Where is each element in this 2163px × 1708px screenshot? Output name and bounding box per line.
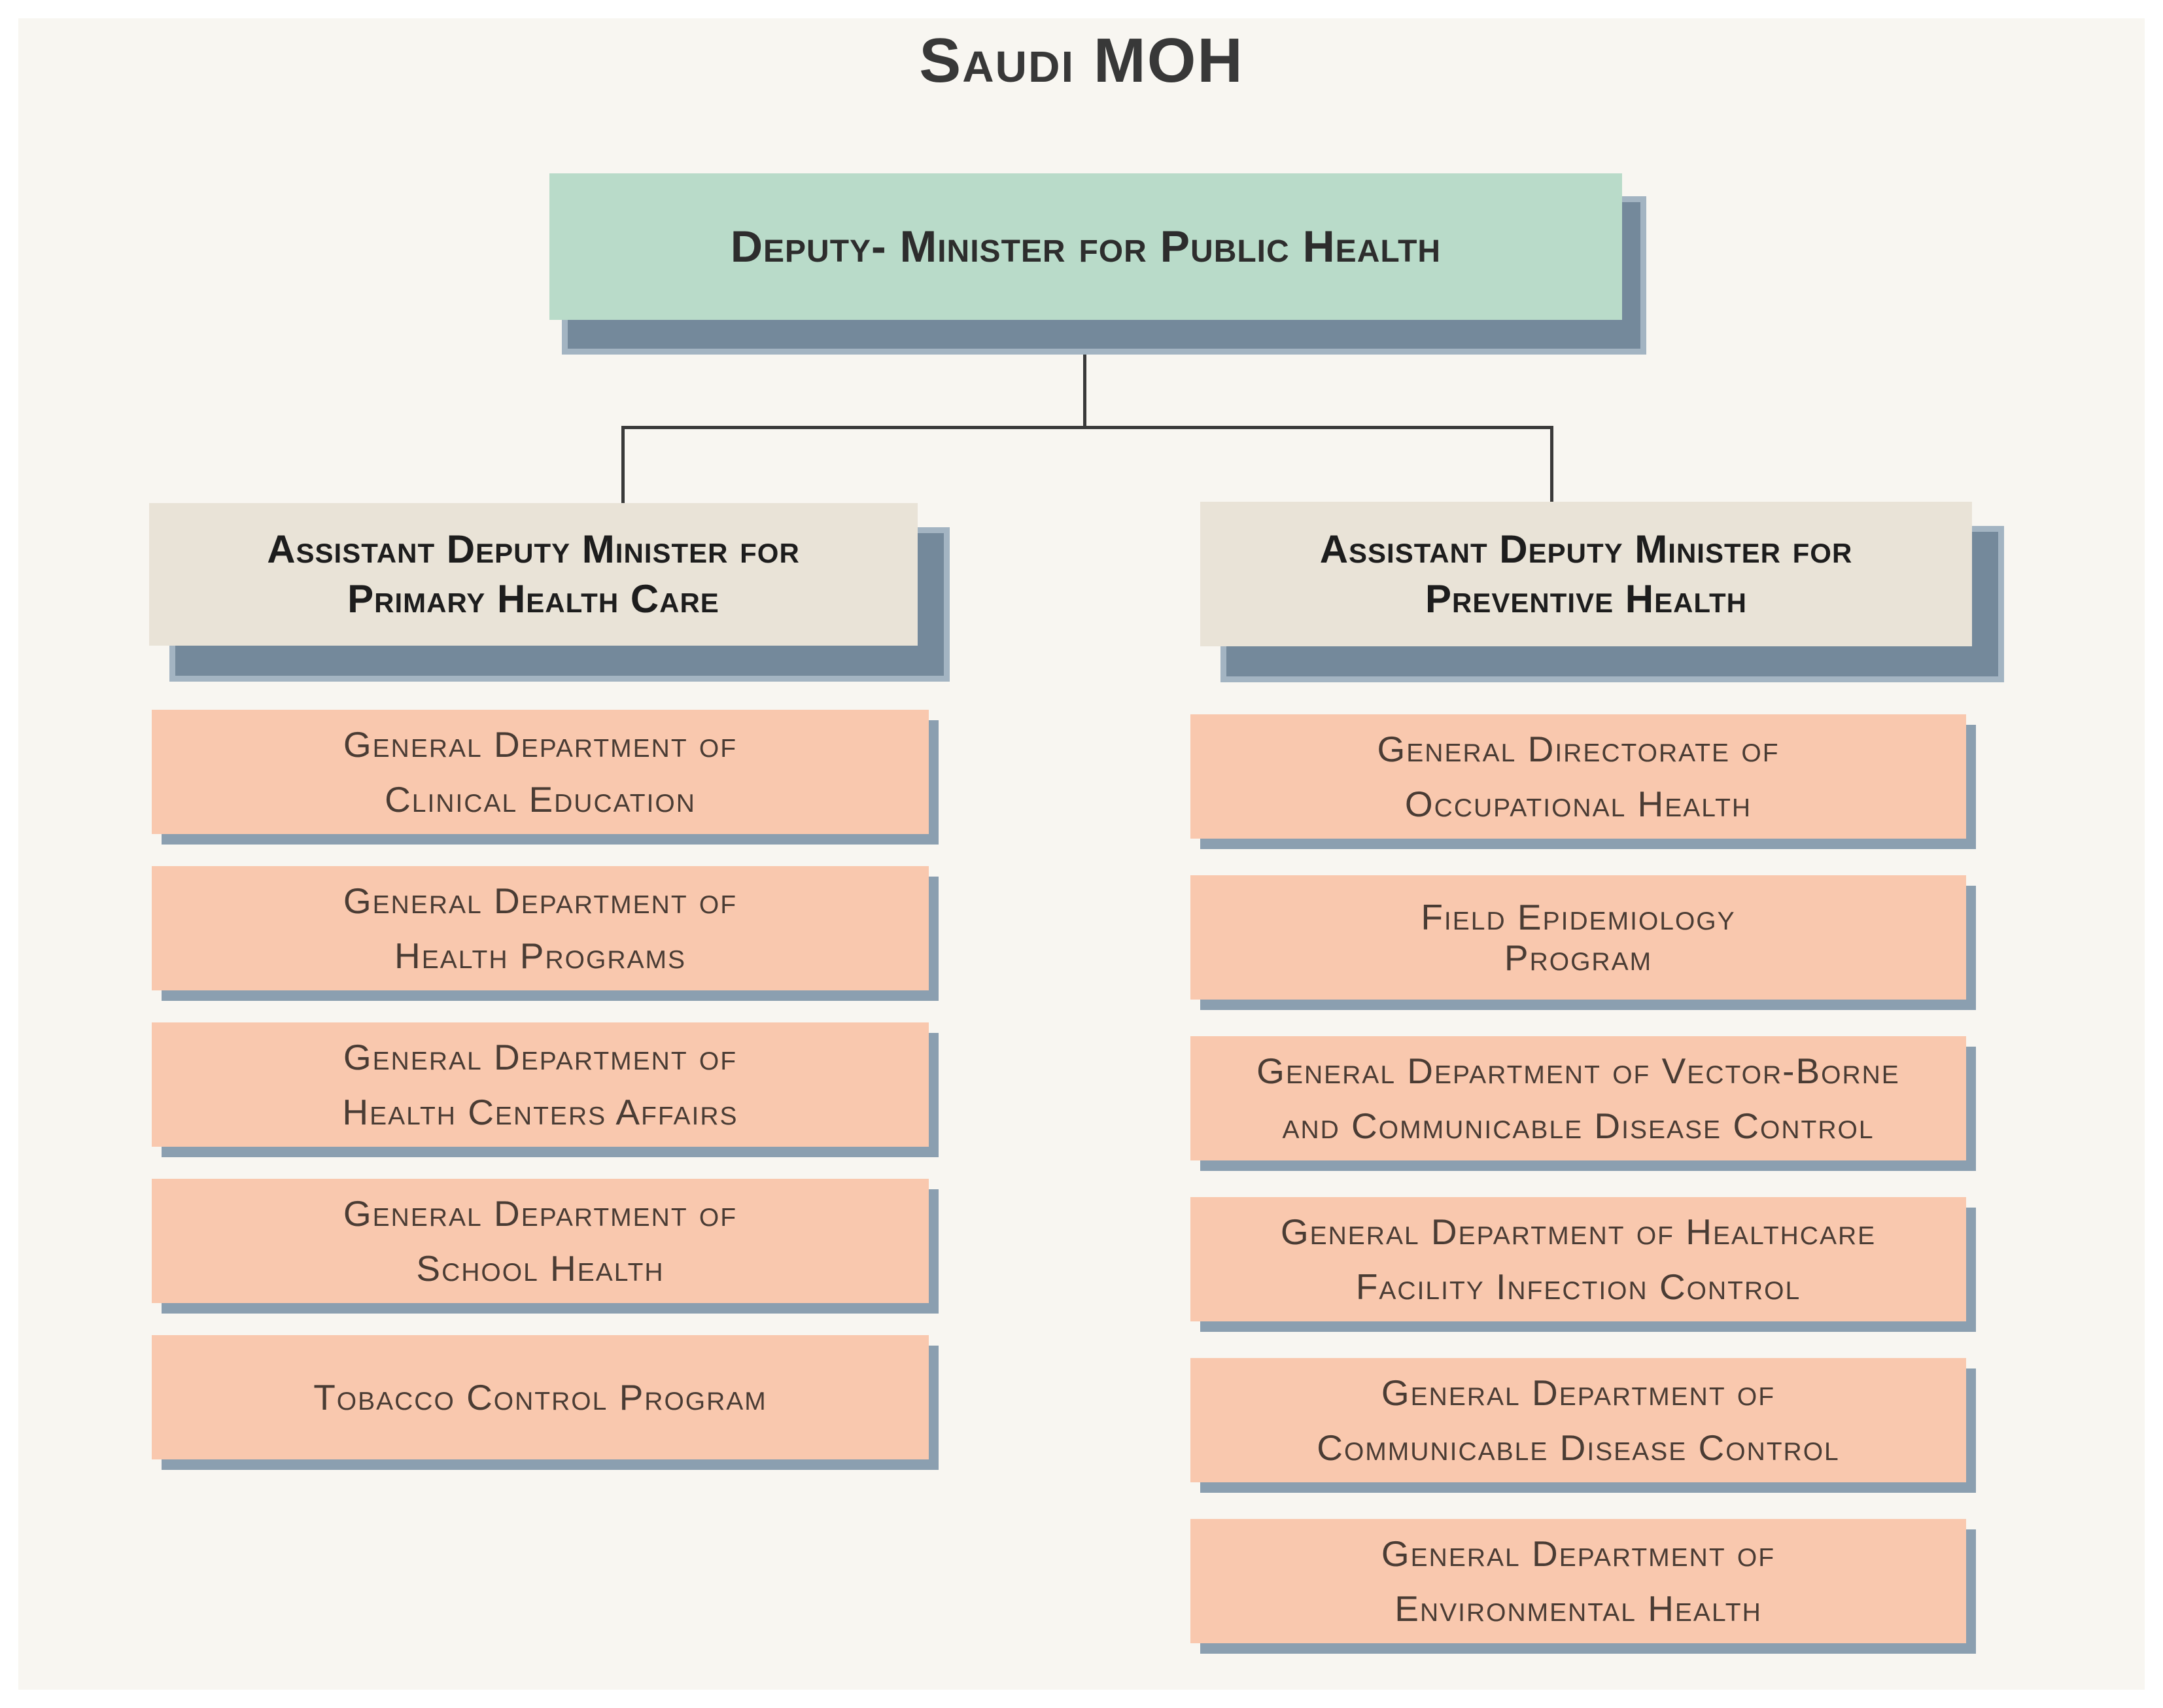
org-node: General Department of Health Programs [152,866,929,990]
org-node-line: Field Epidemiology [1421,897,1736,937]
org-node: General Department of Environmental Healt… [1190,1519,1966,1643]
org-node-line: General Department of [343,880,738,921]
org-node-line: General Department of [1381,1372,1776,1413]
chart-title: Saudi MOH [919,26,1244,96]
connector-left-drop [621,426,625,504]
root-node-label: Deputy- Minister for Public Health [730,222,1442,271]
org-node-line: General Department of [343,1193,738,1234]
branch-node-primary-health-care: Assistant Deputy Minister for Primary He… [149,503,918,646]
org-node: General Department of School Health [152,1179,929,1303]
org-node-line: General Department of Vector-Borne [1256,1051,1900,1091]
branch-node-label-line: Primary Health Care [347,577,719,621]
org-node: General Department of Health Centers Affa… [152,1022,929,1147]
org-node-line: General Department of [343,1037,738,1077]
org-node-line: Communicable Disease Control [1317,1427,1840,1468]
preventive-health-children: General Directorate of Occupational Healt… [1190,714,1966,1643]
org-node-line: General Department of Healthcare [1280,1211,1877,1252]
org-node: General Directorate of Occupational Healt… [1190,714,1966,839]
org-node-line: Environmental Health [1394,1588,1762,1629]
branch-node-label-line: Assistant Deputy Minister for [1319,527,1853,571]
org-node-line: Clinical Education [385,779,696,820]
connector-branch-crossbar [621,426,1553,429]
org-node-line: General Department of [1381,1533,1776,1574]
org-node-line: Health Programs [394,935,686,976]
org-node: General Department of Vector-Borne and Co… [1190,1036,1966,1160]
org-node: General Department of Clinical Education [152,710,929,834]
org-node-line: Program [1504,937,1653,978]
org-node-line: General Department of [343,724,738,765]
org-node-line: Facility Infection Control [1355,1266,1801,1307]
org-node: Tobacco Control Program [152,1335,929,1459]
org-node-line: General Directorate of [1377,729,1780,769]
connector-root-stem [1083,322,1086,428]
root-node: Deputy- Minister for Public Health [549,173,1622,320]
org-node: General Department of Communicable Diseas… [1190,1358,1966,1482]
connector-right-drop [1550,426,1553,503]
branch-node-label-line: Assistant Deputy Minister for [267,527,800,571]
org-node-line: Tobacco Control Program [313,1377,767,1418]
branch-node-preventive-health: Assistant Deputy Minister for Preventive… [1200,502,1972,646]
org-node-line: and Communicable Disease Control [1282,1106,1875,1146]
org-node-line: Occupational Health [1404,784,1752,824]
org-node-line: School Health [416,1248,665,1289]
branch-node-label-line: Preventive Health [1425,576,1747,621]
org-node-line: Health Centers Affairs [342,1092,738,1132]
